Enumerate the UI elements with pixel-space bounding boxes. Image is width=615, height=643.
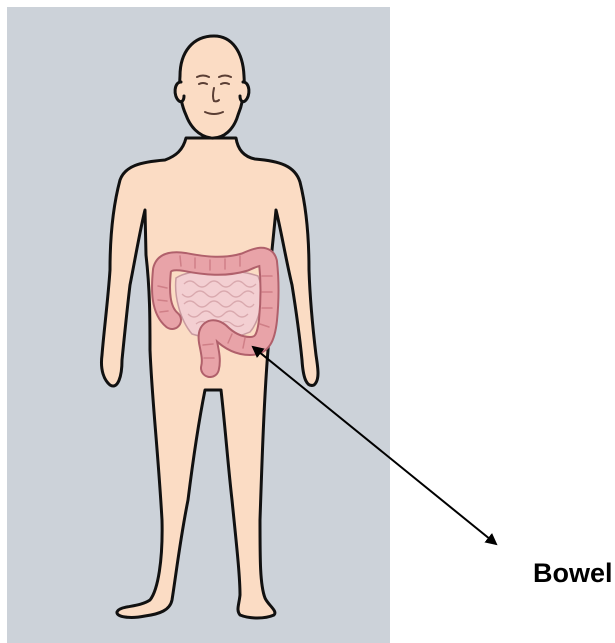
right-eye	[221, 83, 229, 84]
head	[180, 36, 245, 138]
left-eye	[199, 83, 207, 84]
bowel-label: Bowel	[533, 560, 613, 587]
